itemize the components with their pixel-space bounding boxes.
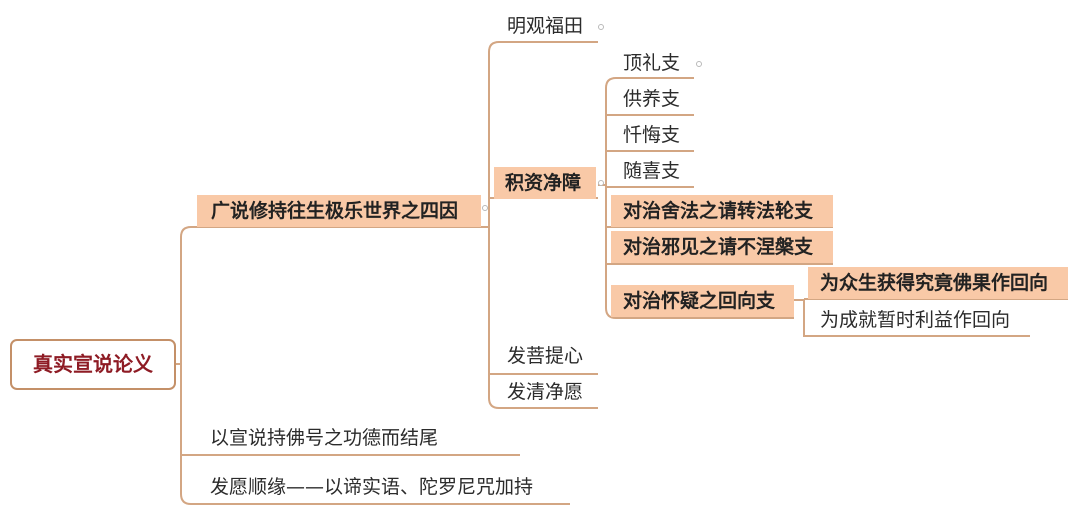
trunk-dedications xyxy=(803,300,1030,337)
node-pure-aspiration[interactable]: 发清净愿 xyxy=(507,381,584,403)
trunk-branches xyxy=(605,77,794,319)
node-bodhicitta[interactable]: 发菩提心 xyxy=(507,345,584,367)
node-rejoicing[interactable]: 随喜支 xyxy=(623,160,681,182)
node-visualize[interactable]: 明观福田 xyxy=(507,15,584,37)
trunk-causes xyxy=(488,41,598,409)
node-accumulate[interactable]: 积资净障 xyxy=(494,167,596,199)
root-node[interactable]: 真实宣说论义 xyxy=(10,339,176,390)
node-offering[interactable]: 供养支 xyxy=(623,88,681,110)
node-dedication-temporary[interactable]: 为成就暂时利益作回向 xyxy=(820,309,1011,331)
node-prostration[interactable]: 顶礼支 xyxy=(623,52,681,74)
collapse-toggle-icon[interactable] xyxy=(598,24,604,30)
collapse-toggle-icon[interactable] xyxy=(598,180,604,186)
trunk-level1 xyxy=(180,226,192,505)
node-dedication-ultimate[interactable]: 为众生获得究竟佛果作回向 xyxy=(808,267,1068,299)
node-four-causes[interactable]: 广说修持往生极乐世界之四因 xyxy=(197,195,481,227)
collapse-toggle-icon[interactable] xyxy=(482,205,488,211)
collapse-toggle-icon[interactable] xyxy=(696,61,702,67)
node-dedication-conditions[interactable]: 发愿顺缘——以谛实语、陀罗尼咒加持 xyxy=(210,476,534,498)
node-dedication-branch[interactable]: 对治怀疑之回向支 xyxy=(611,285,794,317)
node-request-turn-wheel[interactable]: 对治舍法之请转法轮支 xyxy=(611,195,833,227)
node-request-remain[interactable]: 对治邪见之请不涅槃支 xyxy=(611,231,833,263)
node-conclusion[interactable]: 以宣说持佛号之功德而结尾 xyxy=(210,427,439,449)
node-confession[interactable]: 忏悔支 xyxy=(623,124,681,146)
